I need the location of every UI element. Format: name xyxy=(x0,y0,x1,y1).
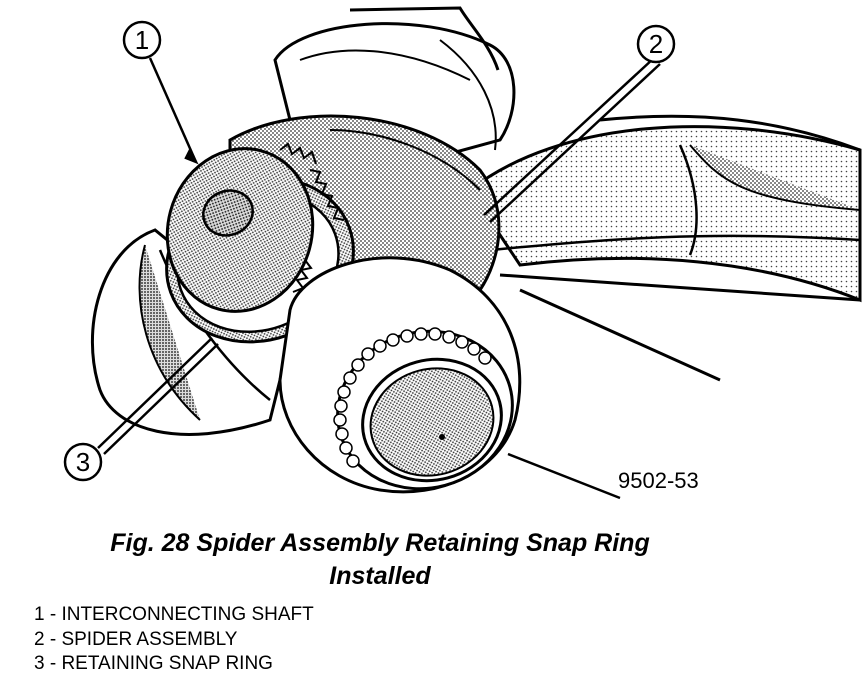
svg-text:1: 1 xyxy=(135,25,149,55)
callout-3: 3 xyxy=(63,442,103,482)
needle-bearings xyxy=(333,327,492,468)
figure-caption-line2: Installed xyxy=(329,562,431,590)
legend-item: 1 - INTERCONNECTING SHAFT xyxy=(34,604,314,625)
interconnecting-shaft-end xyxy=(165,142,345,313)
figure-id: 9502-53 xyxy=(618,468,699,493)
legend-item: 3 - RETAINING SNAP RING xyxy=(34,653,273,674)
callout-2: 2 xyxy=(636,24,676,64)
callout-1: 1 xyxy=(122,20,162,60)
svg-text:3: 3 xyxy=(76,447,90,477)
housing-arm xyxy=(467,114,862,382)
front-trunnion-roller xyxy=(278,256,522,494)
figure-caption-line1: Fig. 28 Spider Assembly Retaining Snap R… xyxy=(110,529,650,557)
spider-assembly-illustration: 1 2 3 9502-53 xyxy=(63,6,862,500)
leader-lines xyxy=(97,57,661,500)
legend-item: 2 - SPIDER ASSEMBLY xyxy=(34,629,238,650)
svg-text:2: 2 xyxy=(649,29,663,59)
